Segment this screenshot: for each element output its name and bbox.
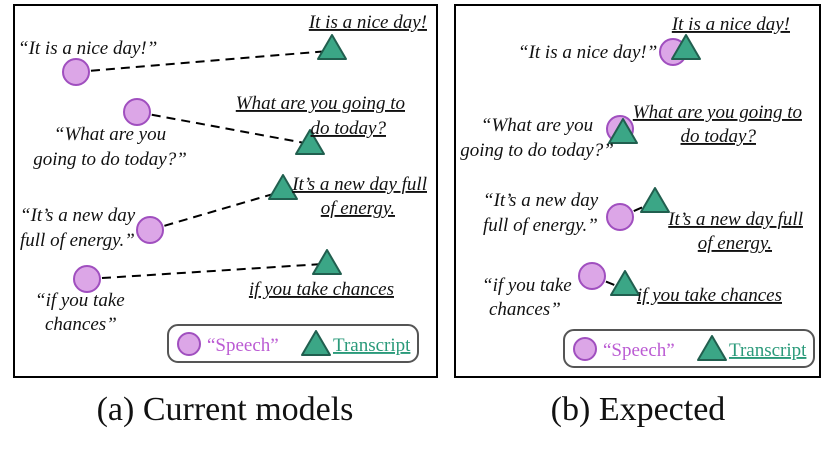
- pair-3-transcript-line-2: of energy.: [321, 198, 395, 219]
- legend-a-speech-marker: [177, 332, 201, 356]
- pair-1-transcript-text: It is a nice day!: [308, 12, 427, 33]
- pair-3-transcript-line-1: It’s a new day full: [291, 174, 427, 195]
- pair-2-transcript-marker-b: [608, 118, 638, 144]
- legend-b-transcript-marker: [697, 335, 727, 361]
- legend-a-transcript-label: Transcript: [333, 335, 411, 356]
- pair-2-speech-line-2-b: going to do today?”: [460, 140, 614, 161]
- legend-b-transcript-label: Transcript: [729, 340, 807, 361]
- pair-2-speech-line-2: going to do today?”: [33, 149, 187, 170]
- pair-4-speech-line-2: chances”: [45, 314, 117, 335]
- pair-2-speech-line-1: “What are you: [54, 124, 166, 145]
- pair-3-speech-line-2: full of energy.”: [20, 230, 135, 251]
- pair-2-transcript-line-2-b: do today?: [681, 126, 757, 147]
- pair-3-speech-marker: [136, 216, 164, 244]
- pair-1-speech-text: “It is a nice day!”: [18, 38, 157, 59]
- pair-4-speech-line-2-b: chances”: [489, 299, 561, 320]
- pair-3-transcript-line-2-b: of energy.: [698, 233, 772, 254]
- legend-b-box: [563, 329, 815, 368]
- pair-1-transcript-marker-b: [671, 34, 701, 60]
- pair-4-link: [86, 263, 324, 280]
- legend-b: “Speech” Transcript: [563, 329, 815, 368]
- pair-1-speech-marker: [62, 58, 90, 86]
- pair-3-transcript-line-1-b: It’s a new day full: [667, 209, 803, 230]
- pair-2-transcript-marker: [295, 129, 325, 155]
- pair-2-transcript-line-2: do today?: [311, 118, 387, 139]
- pair-4-speech-line-1: “if you take: [35, 290, 125, 311]
- pair-2-speech-line-1-b: “What are you: [481, 115, 593, 136]
- legend-b-speech-label: “Speech”: [603, 340, 675, 361]
- pair-4-speech-marker-b: [578, 262, 606, 290]
- pair-2-speech-marker: [123, 98, 151, 126]
- pair-4-speech-line-1-b: “if you take: [482, 275, 572, 296]
- pair-4-speech-marker: [73, 265, 101, 293]
- panel-expected: “It is a nice day!” It is a nice day! “W…: [454, 4, 821, 428]
- pair-1-transcript-text-b: It is a nice day!: [671, 14, 790, 35]
- legend-a-transcript-marker: [301, 330, 331, 356]
- pair-4-transcript-marker: [312, 249, 342, 275]
- pair-1-transcript-marker: [317, 34, 347, 60]
- pair-1-speech-text-b: “It is a nice day!”: [518, 42, 657, 63]
- panel-current-models: “It is a nice day!” It is a nice day! “W…: [13, 4, 438, 428]
- pair-2-transcript-line-1: What are you going to: [236, 93, 405, 114]
- pair-3-speech-line-1: “It’s a new day: [20, 205, 136, 226]
- pair-3-link: [149, 191, 281, 231]
- pair-4-transcript-text-b: if you take chances: [637, 285, 782, 306]
- pair-2-transcript-line-1-b: What are you going to: [633, 102, 802, 123]
- caption-a: (a) Current models: [97, 391, 354, 428]
- legend-a-box: [167, 324, 419, 363]
- pair-3-transcript-marker-b: [640, 187, 670, 213]
- pair-4-transcript-marker-b: [610, 270, 640, 296]
- legend-a: “Speech” Transcript: [167, 324, 419, 363]
- legend-a-speech-label: “Speech”: [207, 335, 279, 356]
- pair-3-transcript-marker: [268, 174, 298, 200]
- legend-b-speech-marker: [573, 337, 597, 361]
- pair-1-link: [75, 50, 329, 73]
- caption-b: (b) Expected: [551, 391, 726, 428]
- panel-b-frame: [454, 4, 821, 378]
- pair-3-speech-line-1-b: “It’s a new day: [483, 190, 599, 211]
- pair-4-transcript-text: if you take chances: [249, 279, 394, 300]
- pair-3-speech-line-2-b: full of energy.”: [483, 215, 598, 236]
- pair-3-speech-marker-b: [606, 203, 634, 231]
